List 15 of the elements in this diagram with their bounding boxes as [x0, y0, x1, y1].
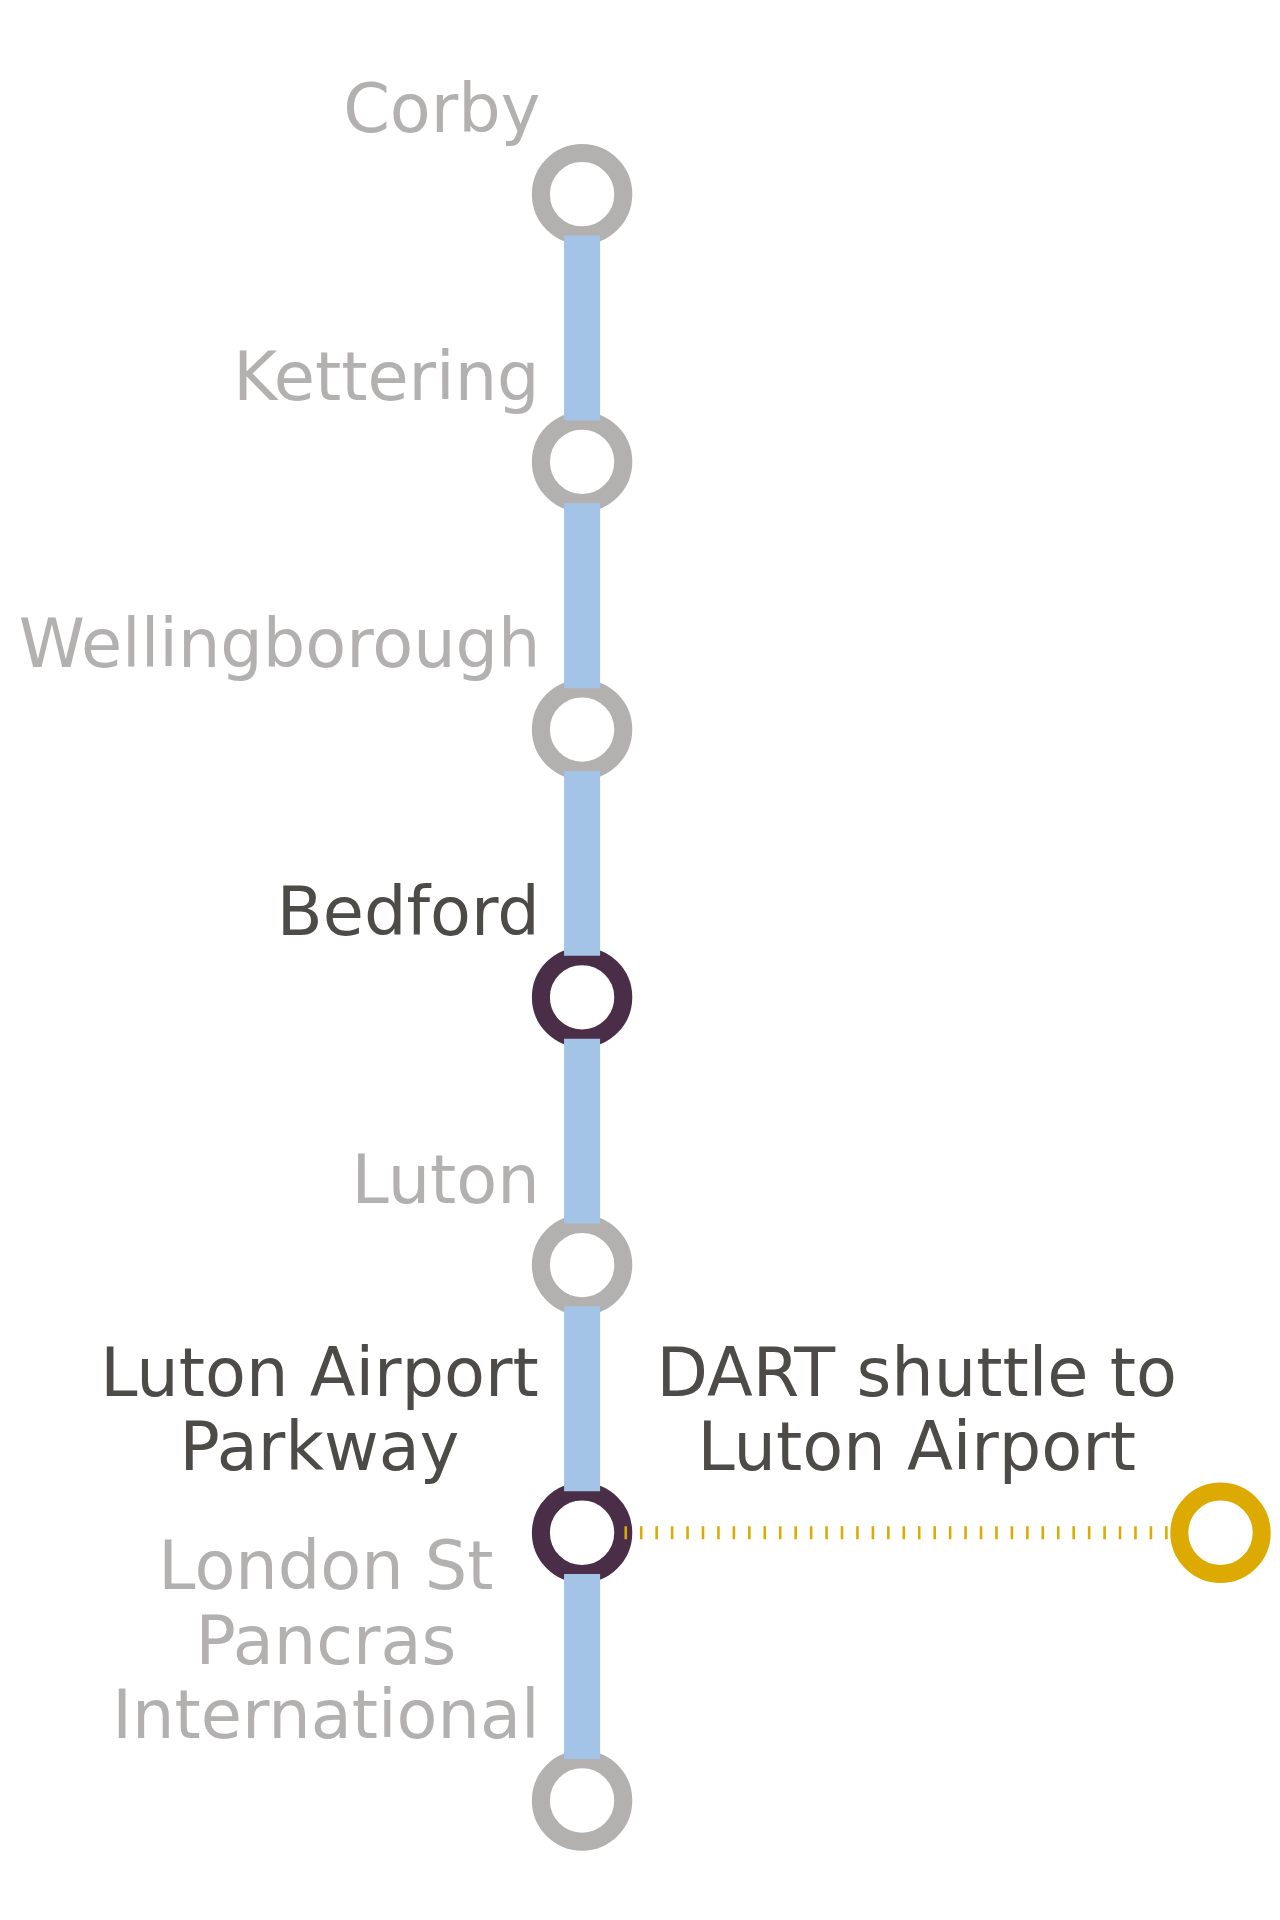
- node-label: Wellingborough: [18, 605, 541, 684]
- node-label: Corby: [343, 69, 541, 148]
- node-label: Kettering: [233, 337, 540, 416]
- node-label: DART shuttle to Luton Airport: [656, 1333, 1177, 1487]
- node-label: Bedford: [276, 873, 540, 952]
- connector: [564, 1574, 601, 1760]
- connector: [564, 503, 601, 689]
- connector: [564, 1306, 601, 1492]
- node-label: London St Pancras International: [112, 1526, 540, 1755]
- connector: [564, 1038, 601, 1224]
- node-label: Luton Airport Parkway: [100, 1333, 539, 1487]
- connector: [564, 770, 601, 956]
- node-label: Luton: [351, 1140, 540, 1219]
- node-circle: [1170, 1482, 1271, 1583]
- connector: [564, 235, 601, 421]
